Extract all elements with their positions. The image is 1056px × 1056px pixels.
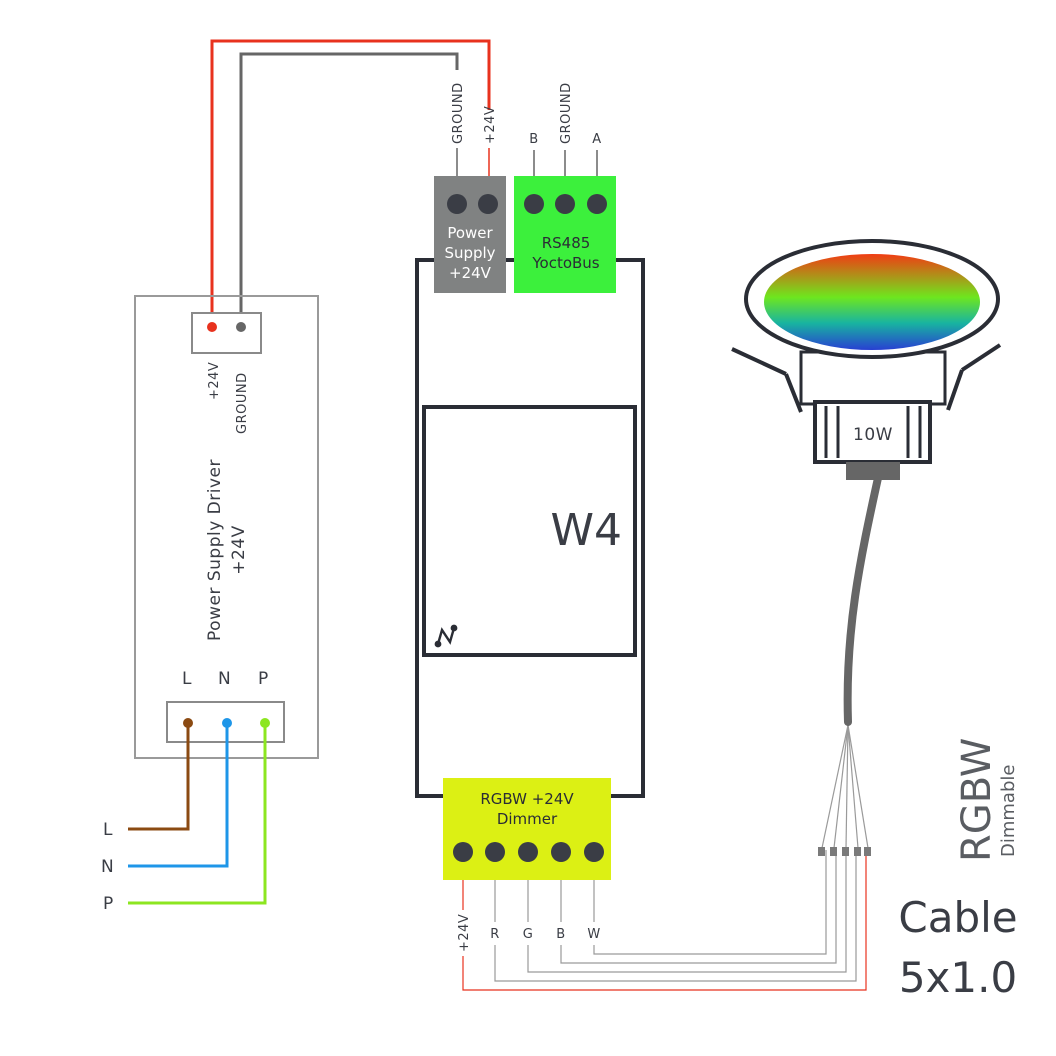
wire-gray-ground [239, 52, 459, 326]
w4-power-block-line3: +24V [449, 264, 492, 282]
w4-power-block-line1: Power [447, 224, 493, 242]
mains-N-label: N [101, 857, 114, 877]
lamp-subtype-label: Dimmable [998, 765, 1019, 857]
w4-power-block [434, 176, 506, 293]
psu-title-line1: Power Supply Driver [205, 459, 225, 641]
cable-fanout [821, 724, 869, 849]
cable-label-line1: Cable [898, 893, 1017, 942]
wire-out-24v [462, 850, 867, 991]
w4-power-pin-plus-dot [478, 194, 498, 214]
w4-dimmer-pin-r-label: R [490, 927, 500, 942]
w4-dimmer-line2: Dimmer [497, 810, 558, 828]
w4-module-face [422, 405, 637, 657]
w4-dimmer-pin-w-label: W [587, 927, 600, 942]
dimmer-output-wires [462, 850, 867, 991]
w4-bus-pin-a-label: A [592, 132, 601, 147]
w4-dimmer-pin-b-label: B [556, 927, 565, 942]
wire-out-g [527, 850, 847, 973]
w4-dimmer-pin-r-dot [485, 842, 505, 862]
cable-label-line2: 5x1.0 [899, 953, 1017, 1002]
w4-power-pin-plus-label: +24V [483, 106, 498, 144]
lamp-rgb-light [764, 254, 980, 350]
lamp-type-label: RGBW [954, 738, 1000, 862]
lamp-power-label: 10W [853, 425, 893, 445]
brand-logo-icon [434, 624, 458, 648]
w4-dimmer-pin-g-dot [518, 842, 538, 862]
psu-in-P-dot [260, 718, 270, 728]
w4-dimmer-pin-g-label: G [523, 927, 534, 942]
psu-out-plus-label: +24V [207, 362, 222, 400]
w4-bus-pin-a-dot [587, 194, 607, 214]
w4-dimmer-pin-b-dot [551, 842, 571, 862]
wire-out-b [560, 850, 837, 964]
psu-out-plus-dot [207, 322, 217, 332]
psu-in-L-dot [183, 718, 193, 728]
w4-bus-pin-ground-dot [555, 194, 575, 214]
wire-red-24v [210, 39, 491, 326]
wire-out-r [494, 850, 857, 982]
wire-green-P [128, 723, 267, 905]
w4-dimmer-pin-w-dot [584, 842, 604, 862]
mains-P-label: P [103, 894, 114, 914]
wire-ferrules [818, 847, 871, 856]
psu-out-ground-label: GROUND [235, 372, 250, 434]
lamp-cable [843, 474, 882, 726]
wire-blue-N [128, 723, 229, 868]
w4-dimmer-pin-24v-label: +24V [457, 914, 472, 952]
psu-in-P-label: P [258, 669, 269, 689]
w4-bus-block-line2: YoctoBus [531, 254, 599, 272]
w4-bus-pin-ground-label: GROUND [559, 82, 574, 144]
w4-dimmer-pin-24v-dot [453, 842, 473, 862]
psu-output-terminal [191, 312, 262, 354]
psu-in-N-label: N [218, 669, 231, 689]
w4-module-name: W4 [551, 505, 623, 556]
psu-in-L-label: L [182, 669, 192, 689]
mains-L-label: L [103, 820, 113, 840]
w4-bus-block-line1: RS485 [542, 234, 591, 252]
w4-bus-pin-b-label: B [529, 132, 538, 147]
w4-bus-pin-b-dot [524, 194, 544, 214]
psu-in-N-dot [222, 718, 232, 728]
w4-power-block-line2: Supply [444, 244, 495, 262]
w4-power-pin-ground-label: GROUND [451, 82, 466, 144]
psu-out-ground-dot [236, 322, 246, 332]
psu-title-line2: +24V [229, 525, 249, 575]
w4-power-pin-ground-dot [447, 194, 467, 214]
lamp [731, 239, 1002, 480]
wire-out-w [593, 850, 827, 955]
w4-dimmer-block [443, 778, 611, 880]
wire-brown-L [128, 723, 190, 831]
w4-dimmer-line1: RGBW +24V [480, 790, 574, 808]
